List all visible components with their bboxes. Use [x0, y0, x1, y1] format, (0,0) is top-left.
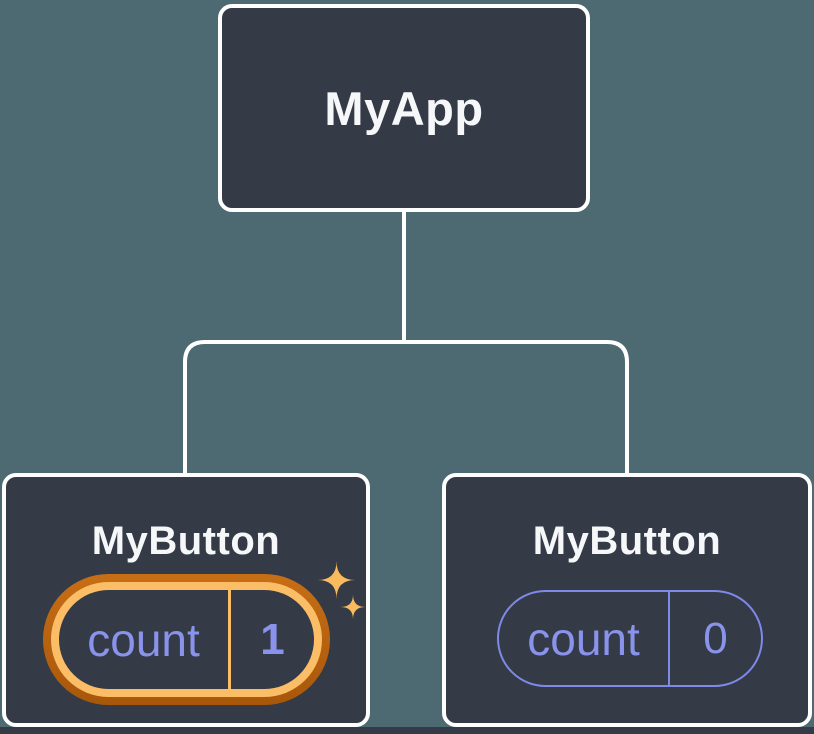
state-key-cell: count: [499, 592, 668, 685]
state-pill: count 0: [497, 590, 763, 687]
node-myapp: MyApp: [218, 4, 590, 212]
state-value: 0: [703, 613, 728, 663]
state-key-label: count: [527, 612, 640, 665]
node-mybutton-right: MyButton count 0: [442, 473, 812, 727]
state-pill-inner-ring: count 1: [51, 582, 322, 697]
node-mybutton-left: MyButton count 1: [2, 473, 370, 727]
state-key-label: count: [87, 613, 200, 666]
page-edge-strip: [0, 727, 814, 734]
state-value-cell: 0: [670, 592, 761, 685]
state-value: 1: [260, 614, 285, 664]
node-label: MyButton: [532, 519, 722, 563]
sparkles-icon: [317, 561, 366, 620]
node-label: MyButton: [91, 519, 281, 563]
state-pill-body: count 1: [59, 590, 314, 689]
pill-divider: [668, 592, 670, 685]
state-value-cell: 1: [231, 590, 314, 689]
node-label: MyApp: [324, 81, 484, 135]
state-key-cell: count: [59, 590, 228, 689]
pill-divider: [228, 590, 231, 689]
state-pill-highlighted: count 1: [43, 574, 330, 705]
